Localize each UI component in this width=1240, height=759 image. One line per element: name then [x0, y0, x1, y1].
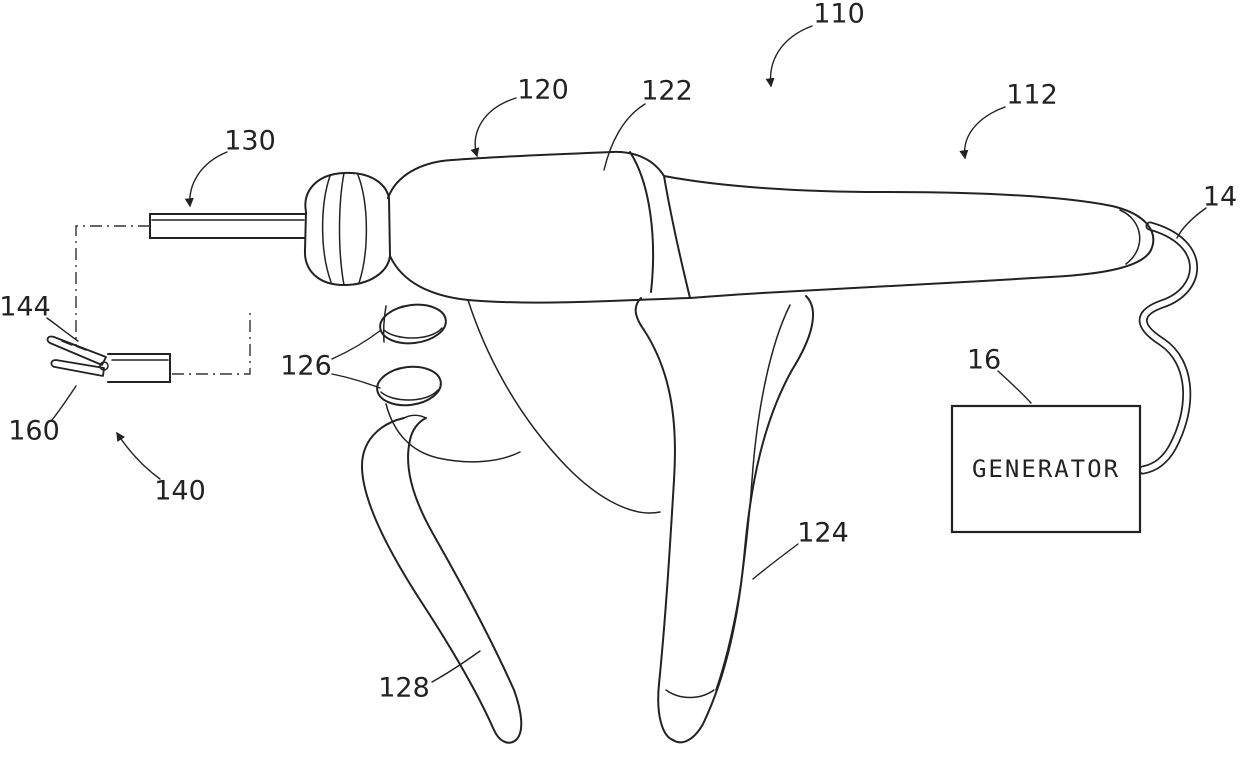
ref-label-120: 120	[517, 75, 569, 106]
lower-button	[376, 365, 442, 407]
jaw-pivot	[99, 361, 109, 371]
leader-126-upper	[331, 329, 382, 360]
buttons	[376, 303, 447, 407]
ref-label-144: 144	[0, 292, 51, 323]
housing-body	[382, 150, 691, 514]
trigger	[634, 295, 814, 744]
leader-120	[470, 97, 517, 158]
lower-jaw	[50, 359, 105, 377]
ref-label-160: 160	[8, 416, 60, 447]
ref-label-16: 16	[967, 345, 1001, 376]
shaft	[149, 213, 307, 239]
leader-126-lower	[331, 373, 381, 389]
phantom-lines	[75, 225, 251, 375]
ref-label-126: 126	[280, 351, 332, 382]
handle	[663, 175, 1155, 299]
ref-label-110: 110	[813, 0, 865, 30]
leader-14	[1176, 207, 1207, 239]
ref-label-124: 124	[797, 518, 849, 549]
rotation-knob	[303, 171, 391, 286]
power-cable	[1138, 221, 1199, 475]
generator-box: GENERATOR	[950, 404, 1142, 534]
ref-label-140: 140	[154, 476, 206, 507]
ref-label-112: 112	[1006, 80, 1058, 111]
ref-label-122: 122	[641, 76, 693, 107]
ref-label-130: 130	[224, 126, 276, 157]
leader-144	[46, 317, 79, 342]
reference-labels: 110 120 122 112 130 14 144 126 16 160 14…	[0, 0, 1237, 704]
generator-label: GENERATOR	[972, 455, 1120, 483]
leader-122	[603, 103, 646, 171]
leader-128	[431, 650, 481, 683]
front-lever	[361, 414, 523, 744]
leader-130	[184, 151, 228, 208]
leader-112	[959, 106, 1006, 160]
end-effector	[46, 335, 171, 383]
leader-160	[51, 385, 77, 421]
ref-label-14: 14	[1203, 182, 1237, 213]
leader-16	[997, 370, 1032, 404]
upper-jaw	[46, 335, 107, 366]
ref-label-128: 128	[378, 673, 430, 704]
leader-140	[116, 431, 161, 480]
leader-110	[765, 25, 813, 88]
leader-124	[752, 543, 799, 580]
upper-button	[379, 303, 447, 345]
